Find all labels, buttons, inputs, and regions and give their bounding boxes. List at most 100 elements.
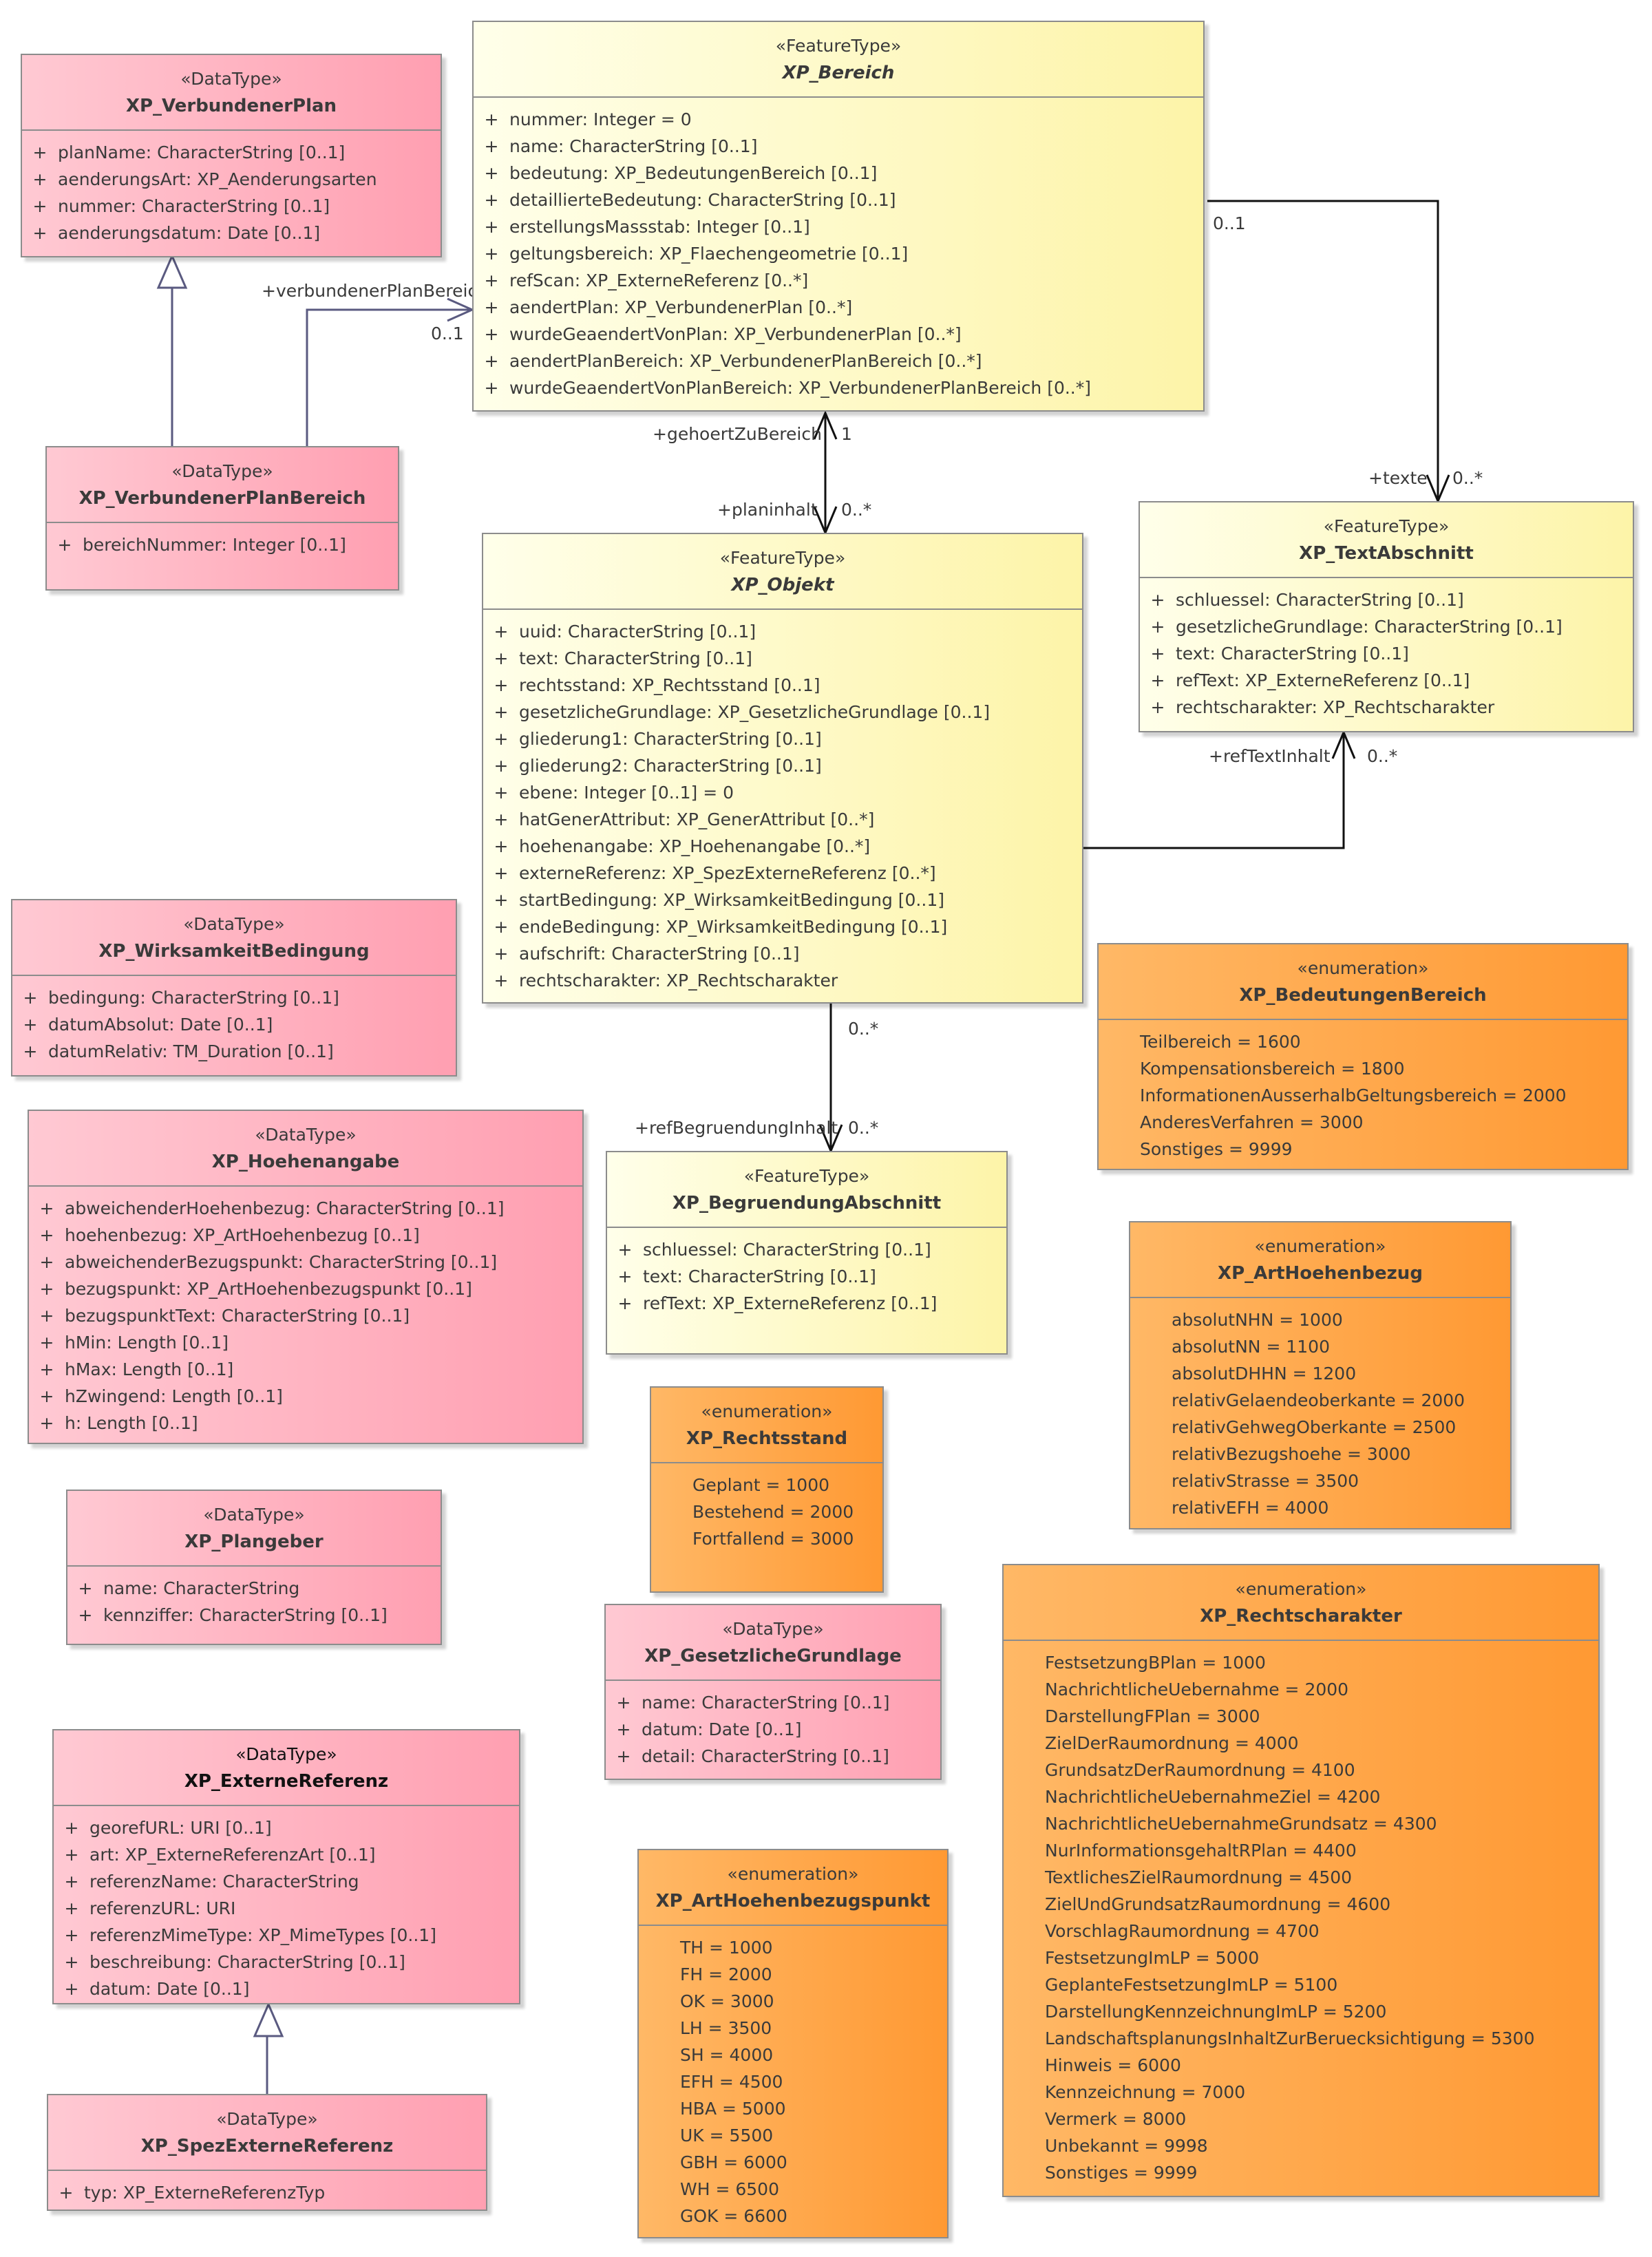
visibility-marker: + bbox=[484, 163, 499, 183]
role-planinhalt: +planinhalt bbox=[717, 500, 818, 520]
attribute-text: text: CharacterString [0..1] bbox=[1176, 644, 1409, 664]
visibility-marker: + bbox=[39, 1279, 54, 1299]
class-name: XP_BegruendungAbschnitt bbox=[672, 1193, 942, 1214]
stereotype-label: «DataType» bbox=[216, 2109, 318, 2129]
attribute-row: +endeBedingung: XP_WirksamkeitBedingung … bbox=[483, 913, 1082, 940]
class-name: XP_Rechtsstand bbox=[686, 1428, 848, 1449]
attribute-text: detail: CharacterString [0..1] bbox=[642, 1746, 889, 1766]
visibility-marker: + bbox=[494, 783, 509, 803]
attribute-row: + h: Length [0..1] bbox=[29, 1410, 582, 1437]
visibility-marker: + bbox=[23, 1041, 38, 1061]
stereotype-label: «FeatureType» bbox=[775, 36, 902, 56]
enum-literal: LandschaftsplanungsInhaltZurBeruecksicht… bbox=[1045, 2028, 1535, 2048]
attribute-text: startBedingung: XP_WirksamkeitBedingung … bbox=[519, 890, 944, 910]
class-name: XP_VerbundenerPlan bbox=[125, 96, 337, 116]
attribute-text: wurdeGeaendertVonPlan: XP_VerbundenerPla… bbox=[509, 324, 962, 344]
attribute-text: nummer: Integer = 0 bbox=[509, 109, 692, 129]
mult-texte: 0..* bbox=[1452, 468, 1483, 488]
attribute-text: datumAbsolut: Date [0..1] bbox=[48, 1015, 273, 1035]
class-xp-begruendungabschnitt[interactable]: «FeatureType»XP_BegruendungAbschnitt+sch… bbox=[606, 1151, 1008, 1355]
class-header: «enumeration»XP_ArtHoehenbezug bbox=[1130, 1222, 1510, 1298]
class-xp-hoehenangabe[interactable]: «DataType»XP_Hoehenangabe+abweichenderHo… bbox=[28, 1110, 584, 1444]
enum-literal: Kompensationsbereich = 1800 bbox=[1140, 1059, 1405, 1079]
class-compartment: +bereichNummer: Integer [0..1] bbox=[47, 523, 398, 565]
visibility-marker: + bbox=[484, 351, 499, 371]
enum-literal: HBA = 5000 bbox=[680, 2099, 786, 2119]
mult-refbegruendunginhalt: 0..* bbox=[848, 1118, 879, 1138]
visibility-marker: + bbox=[494, 648, 509, 668]
class-xp-verbundenerplanbereich[interactable]: «DataType»XP_VerbundenerPlanBereich+bere… bbox=[45, 446, 399, 591]
stereotype-label: «enumeration» bbox=[1235, 1579, 1367, 1599]
attribute-row: +gesetzlicheGrundlage: CharacterString [… bbox=[1140, 613, 1633, 640]
visibility-marker: + bbox=[484, 271, 499, 290]
enum-literal: LH = 3500 bbox=[680, 2018, 772, 2038]
attribute-row: +beschreibung: CharacterString [0..1] bbox=[54, 1949, 519, 1975]
attribute-text: rechtscharakter: XP_Rechtscharakter bbox=[519, 971, 838, 990]
class-compartment: + uuid: CharacterString [0..1] + text: Char… bbox=[483, 610, 1082, 1001]
attribute-text: bezugspunkt: XP_ArtHoehenbezugspunkt [0.… bbox=[65, 1279, 472, 1299]
visibility-marker: + bbox=[484, 217, 499, 237]
class-compartment: +georefURL: URI [0..1]+art: XP_ExterneRe… bbox=[54, 1806, 519, 2009]
visibility-marker: + bbox=[39, 1413, 54, 1433]
attribute-text: bezugspunktText: CharacterString [0..1] bbox=[65, 1306, 410, 1326]
attribute-text: hMin: Length [0..1] bbox=[65, 1333, 229, 1353]
visibility-marker: + bbox=[494, 622, 509, 642]
stereotype-label: «enumeration» bbox=[727, 1864, 859, 1884]
attribute-text: aenderungsArt: XP_Aenderungsarten bbox=[58, 169, 377, 189]
mult-objekt-begruendung: 0..* bbox=[848, 1019, 879, 1039]
attribute-text: datumRelativ: TM_Duration [0..1] bbox=[48, 1041, 334, 1061]
enum-literal: Fortfallend = 3000 bbox=[692, 1529, 854, 1549]
attribute-row: +hoehenangabe: XP_Hoehenangabe [0..*] bbox=[483, 833, 1082, 860]
visibility-marker: + bbox=[23, 1015, 38, 1035]
enum-literal: NachrichtlicheUebernahmeGrundsatz = 4300 bbox=[1045, 1814, 1437, 1834]
class-xp-bereich[interactable]: «FeatureType»XP_Bereich+nummer: Integer … bbox=[472, 21, 1205, 412]
attribute-text: text: CharacterString [0..1] bbox=[519, 648, 752, 668]
class-xp-spezexternereferenz[interactable]: «DataType»XP_SpezExterneReferenz+typ: XP… bbox=[47, 2094, 487, 2211]
attribute-row: +bezugspunktText: CharacterString [0..1] bbox=[29, 1302, 582, 1329]
class-xp-externereferenz[interactable]: «DataType»XP_ExterneReferenz+georefURL: … bbox=[52, 1729, 520, 2004]
attribute-text: aendertPlanBereich: XP_VerbundenerPlanBe… bbox=[509, 351, 982, 371]
visibility-marker: + bbox=[616, 1746, 631, 1766]
attribute-text: h: Length [0..1] bbox=[65, 1413, 198, 1433]
visibility-marker: + bbox=[494, 971, 509, 990]
class-xp-textabschnitt[interactable]: «FeatureType»XP_TextAbschnitt+schluessel… bbox=[1139, 501, 1634, 732]
visibility-marker: + bbox=[494, 702, 509, 722]
visibility-marker: + bbox=[59, 2183, 74, 2203]
attribute-row: +gliederung1: CharacterString [0..1] bbox=[483, 725, 1082, 752]
attribute-row: +text: CharacterString [0..1] bbox=[1140, 640, 1633, 667]
enum-literal: GrundsatzDerRaumordnung = 4100 bbox=[1045, 1760, 1355, 1780]
attribute-text: uuid: CharacterString [0..1] bbox=[519, 622, 756, 642]
visibility-marker: + bbox=[1150, 617, 1165, 637]
attribute-row: +kennziffer: CharacterString [0..1] bbox=[67, 1602, 441, 1629]
class-xp-gesetzlichegrundlage[interactable]: «DataType»XP_GesetzlicheGrundlage+name: … bbox=[604, 1604, 942, 1780]
attribute-row: +ebene: Integer [0..1] = 0 bbox=[483, 779, 1082, 806]
attribute-row: +abweichenderBezugspunkt: CharacterStrin… bbox=[29, 1249, 582, 1275]
visibility-marker: + bbox=[1150, 697, 1165, 717]
attribute-text: rechtscharakter: XP_Rechtscharakter bbox=[1176, 697, 1495, 717]
enum-literal: AnderesVerfahren = 3000 bbox=[1140, 1112, 1364, 1132]
visibility-marker: + bbox=[32, 223, 47, 243]
class-name: XP_ArtHoehenbezugspunkt bbox=[655, 1891, 931, 1911]
class-xp-plangeber[interactable]: «DataType»XP_Plangeber+name: CharacterSt… bbox=[66, 1490, 442, 1645]
attribute-text: abweichenderHoehenbezug: CharacterString… bbox=[65, 1198, 505, 1218]
class-xp-verbundenerplan[interactable]: «DataType»XP_VerbundenerPlan+planName: C… bbox=[21, 54, 442, 257]
role-reftextinhalt: +refTextInhalt bbox=[1209, 746, 1331, 766]
class-xp-wirksamkeitbedingung[interactable]: «DataType»XP_WirksamkeitBedingung+beding… bbox=[11, 899, 457, 1077]
class-xp-objekt[interactable]: «FeatureType»XP_Objekt+uuid: CharacterSt… bbox=[482, 533, 1083, 1004]
attribute-row: +refText: XP_ExterneReferenz [0..1] bbox=[1140, 667, 1633, 694]
class-name: XP_TextAbschnitt bbox=[1299, 543, 1474, 564]
attribute-text: gesetzlicheGrundlage: XP_GesetzlicheGrun… bbox=[519, 702, 991, 722]
enum-literal: SH = 4000 bbox=[680, 2045, 774, 2065]
class-header: «enumeration»XP_Rechtsstand bbox=[651, 1388, 882, 1463]
class-compartment: +name: CharacterString [0..1]+datum: Dat… bbox=[606, 1681, 940, 1777]
arrowhead-texte bbox=[1426, 474, 1450, 504]
mult-verbundenerplanbereich: 0..1 bbox=[431, 324, 464, 343]
enum-literal: UK = 5500 bbox=[680, 2126, 774, 2145]
stereotype-label: «DataType» bbox=[171, 461, 273, 481]
